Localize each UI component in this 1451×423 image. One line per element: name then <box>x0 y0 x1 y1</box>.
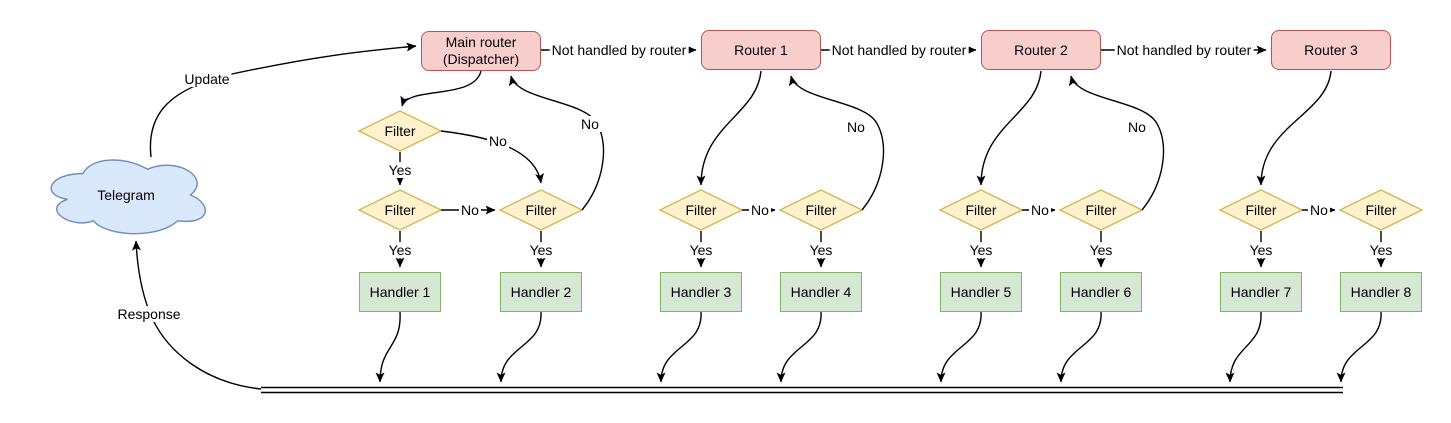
no-label-topfilter: No <box>487 133 509 149</box>
router-2-label: Router 2 <box>1014 41 1068 58</box>
node-handler-1: Handler 1 <box>359 272 441 312</box>
filter-label-7: Filter <box>1245 202 1277 218</box>
edge-filter6-return-no <box>1068 75 1165 211</box>
response-label: Response <box>115 306 183 322</box>
edge-response <box>131 240 262 390</box>
yes-label-topfilter: Yes <box>386 162 414 178</box>
yes-label-5: Yes <box>967 242 995 258</box>
no-label-return-router2: No <box>1126 119 1148 135</box>
filter-label-1: Filter <box>384 202 416 218</box>
filter-label-8: Filter <box>1365 202 1397 218</box>
no-label-return-router1: No <box>845 119 867 135</box>
telegram-label: Telegram <box>97 187 155 203</box>
node-handler-4: Handler 4 <box>780 272 862 312</box>
handler-5-label: Handler 5 <box>950 283 1012 300</box>
not-handled-label-3: Not handled by router <box>1114 42 1254 58</box>
router-1-label: Router 1 <box>734 41 788 58</box>
handler-8-label: Handler 8 <box>1350 283 1412 300</box>
handler-1-label: Handler 1 <box>369 283 431 300</box>
no-label-filter3-4: No <box>749 202 771 218</box>
filter-label-5: Filter <box>965 202 997 218</box>
not-handled-label-1: Not handled by router <box>549 42 689 58</box>
edge-handler2-to-bus <box>496 311 542 383</box>
filter-label-main-top: Filter <box>384 123 416 139</box>
node-router-2: Router 2 <box>981 30 1101 70</box>
edge-handler6-to-bus <box>1056 311 1102 383</box>
edge-router3-to-filter <box>1256 70 1332 186</box>
node-handler-6: Handler 6 <box>1060 272 1142 312</box>
edge-handler5-to-bus <box>936 311 982 383</box>
node-handler-8: Handler 8 <box>1340 272 1422 312</box>
yes-label-3: Yes <box>687 242 715 258</box>
edge-handler4-to-bus <box>776 311 822 383</box>
filter-diamond-8 <box>1338 189 1424 231</box>
yes-label-4: Yes <box>807 242 835 258</box>
no-label-filter5-6: No <box>1029 202 1051 218</box>
main-router-label-line1: Main router <box>445 34 517 50</box>
edge-router1-to-filter <box>696 70 762 186</box>
node-handler-2: Handler 2 <box>500 272 582 312</box>
node-router-1: Router 1 <box>701 30 821 70</box>
filter-label-2: Filter <box>525 202 557 218</box>
edge-router2-to-filter <box>976 70 1042 186</box>
telegram-cloud <box>50 159 206 235</box>
handler-7-label: Handler 7 <box>1230 283 1292 300</box>
no-label-return-main: No <box>579 116 601 132</box>
node-handler-3: Handler 3 <box>660 272 742 312</box>
handler-3-label: Handler 3 <box>670 283 732 300</box>
filter-label-6: Filter <box>1085 202 1117 218</box>
main-router-label-line2: (Dispatcher) <box>442 51 520 67</box>
edge-handler3-to-bus <box>656 311 702 383</box>
yes-label-8: Yes <box>1367 242 1395 258</box>
filter-label-3: Filter <box>685 202 717 218</box>
router-3-label: Router 3 <box>1304 41 1358 58</box>
yes-label-6: Yes <box>1087 242 1115 258</box>
node-handler-7: Handler 7 <box>1220 272 1302 312</box>
edge-handler8-to-bus <box>1336 311 1382 383</box>
node-main-router: Main router (Dispatcher) <box>421 31 541 71</box>
yes-label-7: Yes <box>1247 242 1275 258</box>
edge-filter2-return-no <box>508 75 605 211</box>
handler-2-label: Handler 2 <box>510 283 572 300</box>
edge-filter4-return-no <box>788 75 885 211</box>
handler-6-label: Handler 6 <box>1070 283 1132 300</box>
update-label: Update <box>182 71 232 87</box>
no-label-filter1-2: No <box>459 202 481 218</box>
node-router-3: Router 3 <box>1271 30 1391 70</box>
node-handler-5: Handler 5 <box>940 272 1022 312</box>
no-label-filter7-8: No <box>1308 202 1330 218</box>
yes-label-1: Yes <box>386 242 414 258</box>
filter-label-4: Filter <box>805 202 837 218</box>
edge-update <box>149 42 417 158</box>
yes-label-2: Yes <box>527 242 555 258</box>
edge-handler1-to-bus <box>375 311 401 383</box>
edge-handler7-to-bus <box>1225 311 1262 383</box>
not-handled-label-2: Not handled by router <box>829 42 969 58</box>
edge-main-to-filter <box>400 70 482 107</box>
handler-4-label: Handler 4 <box>790 283 852 300</box>
